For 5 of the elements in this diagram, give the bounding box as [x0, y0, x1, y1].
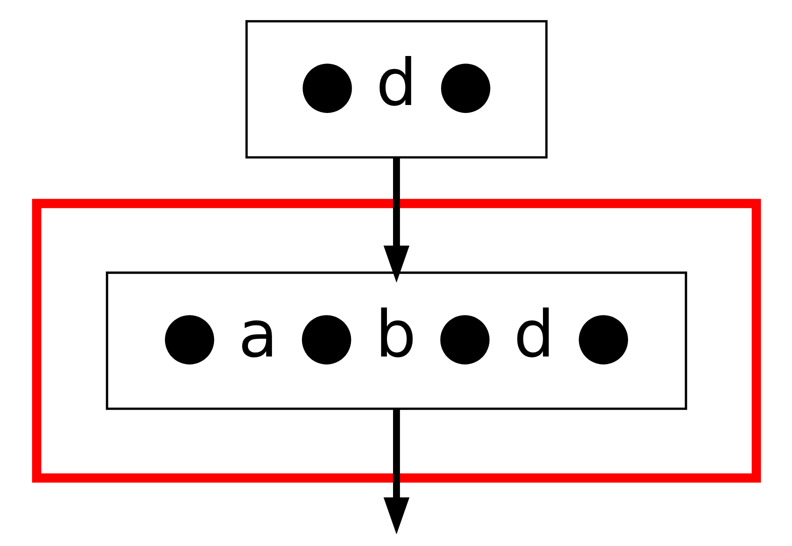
- node-box: ● a ● b ● d ●: [105, 271, 687, 410]
- arrow: [383, 157, 409, 282]
- arrow: [383, 408, 409, 534]
- node-box: ● d ●: [244, 20, 548, 158]
- cluster: [32, 198, 760, 482]
